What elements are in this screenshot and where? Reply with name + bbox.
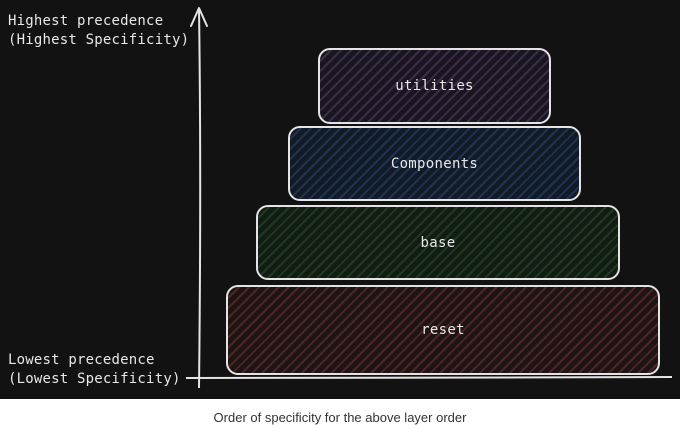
lowest-specificity-line: (Lowest Specificity) — [8, 371, 181, 387]
lowest-precedence-label: Lowest precedence (Lowest Specificity) — [8, 351, 181, 389]
layer-utilities-label: utilities — [395, 78, 474, 94]
highest-specificity-line: (Highest Specificity) — [8, 32, 190, 48]
figure-caption: Order of specificity for the above layer… — [213, 410, 467, 425]
layer-base: base — [256, 205, 620, 280]
layer-reset-label: reset — [421, 322, 465, 338]
axis-arrowhead — [190, 7, 208, 27]
layer-components: Components — [288, 126, 581, 201]
horizontal-axis — [185, 376, 673, 379]
diagram-canvas: Highest precedence (Highest Specificity)… — [0, 0, 680, 399]
highest-precedence-label: Highest precedence (Highest Specificity) — [8, 12, 189, 50]
axes — [185, 7, 673, 389]
layer-reset: reset — [226, 285, 660, 375]
layer-base-label: base — [420, 234, 456, 251]
layer-utilities: utilities — [318, 48, 551, 124]
vertical-axis — [198, 7, 202, 389]
layer-components-label: Components — [390, 155, 479, 172]
lowest-precedence-line: Lowest precedence — [8, 352, 155, 368]
highest-precedence-line: Highest precedence — [8, 13, 164, 29]
